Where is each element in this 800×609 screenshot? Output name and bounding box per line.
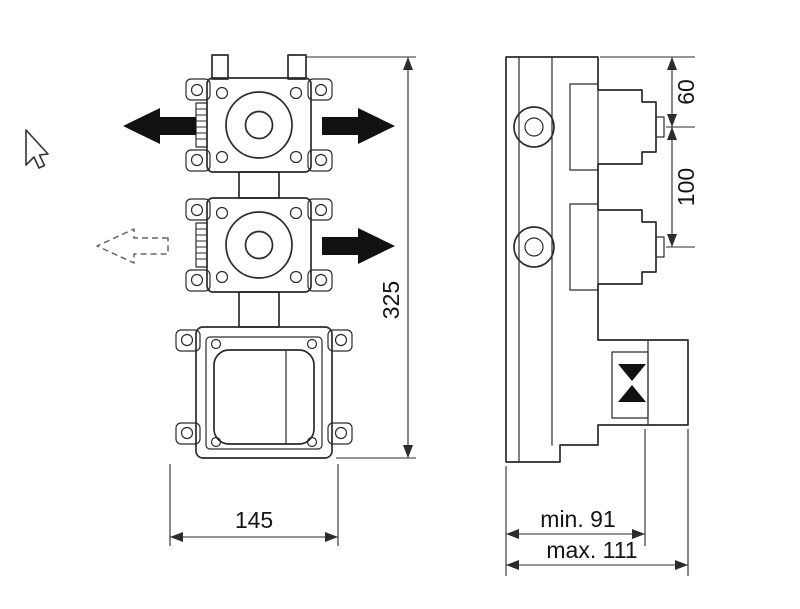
flow-arrow-left-icon <box>123 108 196 144</box>
valve-module <box>185 77 333 173</box>
flow-arrow-right-middle-icon <box>322 228 395 264</box>
top-stub-right <box>287 54 307 80</box>
dimension-valve-spacing: 100 <box>666 127 699 248</box>
dimension-depth-max: max. 111 <box>506 429 689 576</box>
dim-label-depth-min: min. 91 <box>540 506 615 532</box>
dim-label-top-to-first-valve: 60 <box>673 79 699 105</box>
dim-label-depth-max: max. 111 <box>546 537 637 563</box>
dim-label-overall-width: 145 <box>235 507 273 533</box>
top-stub-left <box>211 54 229 80</box>
bottom-housing <box>175 326 353 459</box>
dimension-top-to-first-valve: 60 <box>600 56 699 128</box>
dimension-depth-min: min. 91 <box>505 429 646 576</box>
dim-label-overall-height: 325 <box>378 281 404 319</box>
cursor-icon <box>25 129 49 169</box>
dim-label-valve-spacing: 100 <box>673 168 699 206</box>
flow-arrow-right-top-icon <box>322 108 395 144</box>
flow-arrow-left-dashed-icon <box>96 228 169 264</box>
side-view <box>505 56 689 463</box>
dimension-overall-height: 325 <box>306 56 416 459</box>
module-connector-upper <box>238 171 280 199</box>
valve-symbol-icon <box>618 364 646 381</box>
dimension-overall-width: 145 <box>169 464 339 546</box>
module-connector-lower <box>238 291 280 328</box>
front-view <box>96 54 395 459</box>
